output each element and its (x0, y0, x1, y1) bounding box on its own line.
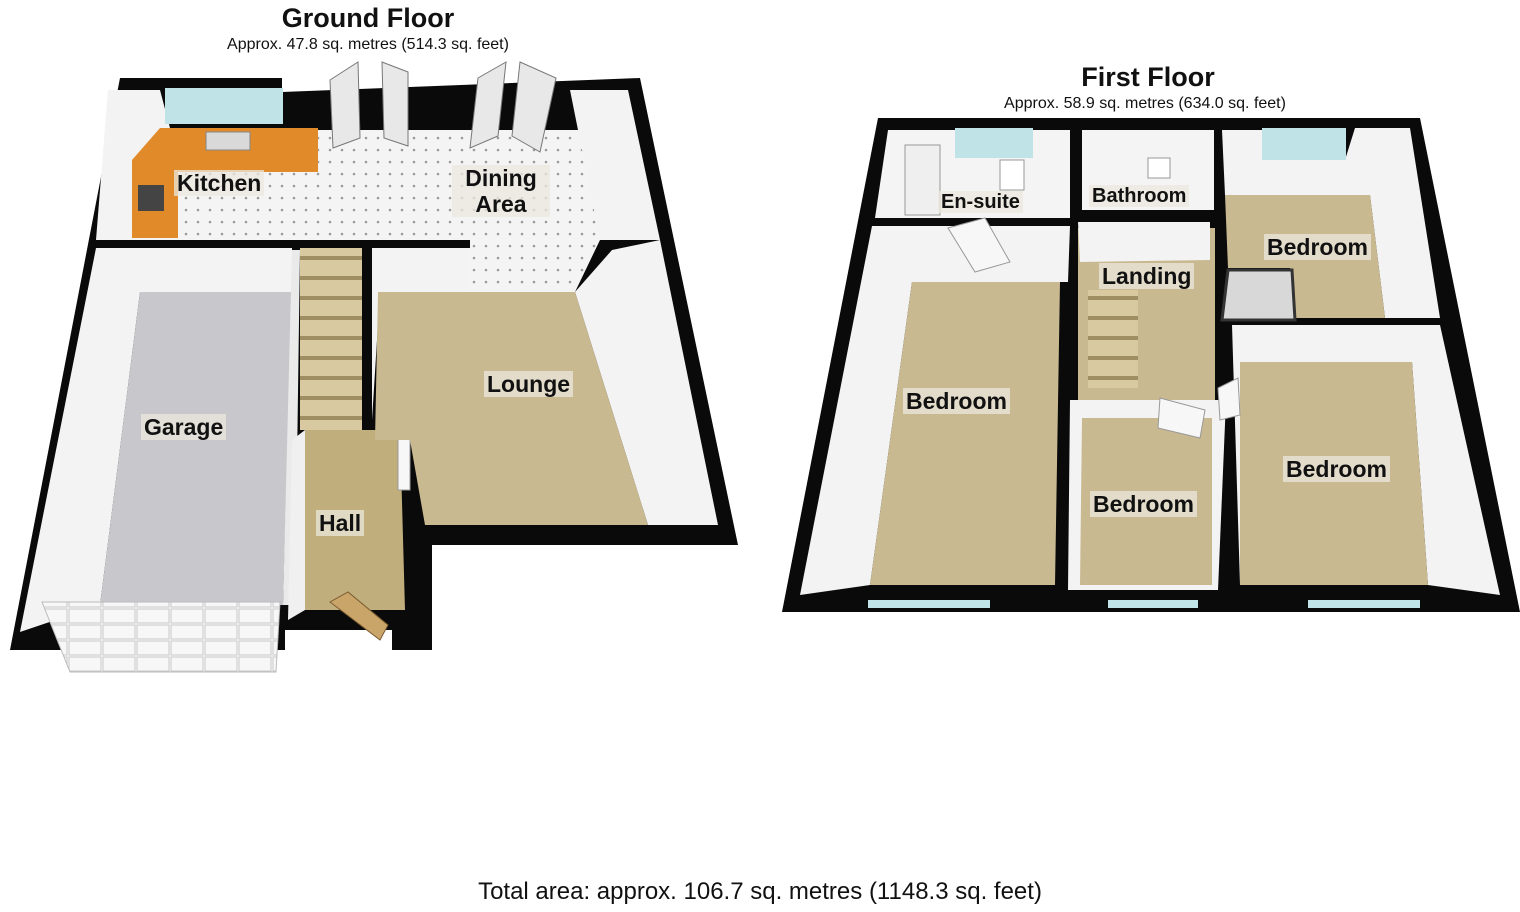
kitchen-window (165, 88, 283, 124)
en-suite-shower (904, 144, 941, 216)
room-label-bathroom: Bathroom (1089, 185, 1190, 207)
kitchen-sink (205, 131, 251, 151)
first-bottom-window-left (868, 600, 990, 608)
total-area: Total area: approx. 106.7 sq. metres (11… (478, 878, 1042, 905)
lounge-right-wall-face (575, 240, 718, 525)
bedroom-br-door (1217, 377, 1241, 421)
room-label-bedroom-bottom-right: Bedroom (1283, 456, 1390, 482)
garage-wall-face (20, 248, 292, 632)
ground-floor-area: Approx. 47.8 sq. metres (514.3 sq. feet) (227, 36, 509, 53)
bedroom-br-wall-face (1232, 325, 1500, 595)
kitchen-worktop (132, 128, 318, 238)
bedroom-tr-window (1262, 128, 1346, 160)
ground-floor-plan (10, 61, 738, 673)
room-label-bedroom-top-right: Bedroom (1264, 234, 1371, 260)
bathroom-basin (1147, 157, 1171, 179)
first-bottom-window-right (1308, 600, 1420, 608)
bedroom-tr-wall-face (1222, 128, 1440, 318)
hall-left-wall-face (288, 430, 305, 620)
room-label-garage: Garage (141, 414, 227, 440)
dining-right-wall-face (570, 90, 660, 240)
garage-floor (100, 292, 292, 605)
room-label-en-suite: En-suite (938, 191, 1023, 213)
lounge-wall-face (372, 248, 470, 420)
room-label-landing: Landing (1099, 263, 1195, 289)
french-doors (329, 61, 557, 153)
en-suite-toilet (999, 159, 1025, 191)
room-label-bedroom-left: Bedroom (903, 388, 1010, 414)
ground-staircase (300, 248, 362, 430)
en-suite-window (955, 128, 1033, 158)
room-label-dining-area: Dining Area (452, 165, 550, 217)
bedroom-left-floor (870, 282, 1060, 585)
first-staircase (1088, 290, 1138, 388)
front-door (329, 591, 389, 641)
first-floor-area: Approx. 58.9 sq. metres (634.0 sq. feet) (1004, 95, 1286, 112)
room-label-bedroom-center: Bedroom (1090, 491, 1197, 517)
room-label-lounge: Lounge (484, 371, 574, 397)
lounge-floor (375, 292, 648, 525)
room-label-kitchen: Kitchen (174, 170, 265, 196)
kitchen-hob (138, 185, 164, 211)
bedroom-left-wall-face (800, 226, 1070, 595)
cupboard (1220, 268, 1297, 322)
landing-wall-face (1078, 222, 1210, 262)
bedroom-center-door (1157, 397, 1206, 439)
first-floor-title: First Floor (1081, 62, 1215, 92)
room-label-hall: Hall (316, 510, 365, 536)
garage-door (41, 601, 281, 673)
ground-floor-title: Ground Floor (281, 3, 455, 33)
first-bottom-window-center (1108, 600, 1198, 608)
bedroom-left-door (947, 217, 1011, 273)
